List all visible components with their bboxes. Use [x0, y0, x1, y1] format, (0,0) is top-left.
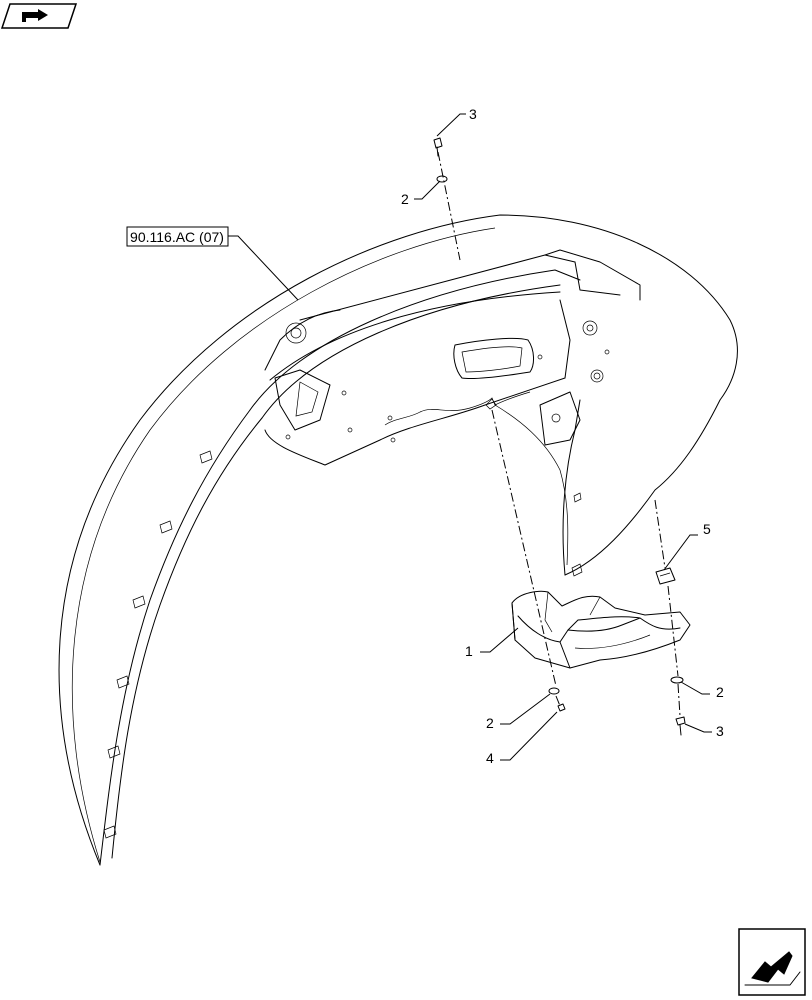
fender-assembly — [58, 214, 738, 866]
callout-2-top: 2 — [401, 180, 441, 207]
callout-3-top: 3 — [436, 106, 477, 137]
assembly-axes — [437, 151, 681, 717]
reference-label[interactable]: 90.116.AC (07) — [126, 226, 299, 301]
callout-number: 2 — [401, 191, 409, 207]
callout-1: 1 — [465, 627, 519, 659]
callout-2-right: 2 — [680, 681, 724, 700]
reference-label-text: 90.116.AC (07) — [130, 229, 224, 245]
callout-5: 5 — [663, 521, 711, 571]
callout-3-right: 3 — [684, 723, 724, 739]
forward-view-icon[interactable] — [0, 3, 78, 29]
callout-number: 2 — [716, 684, 724, 700]
callout-number: 4 — [486, 750, 494, 766]
callout-number: 3 — [716, 723, 724, 739]
callout-number: 2 — [486, 715, 494, 731]
next-page-arrow-icon[interactable] — [738, 928, 806, 996]
part-1-fender-extension — [511, 590, 691, 669]
part-5-clip-nut — [655, 567, 676, 585]
callout-number: 3 — [469, 106, 477, 122]
callout-4: 4 — [486, 711, 558, 766]
callout-number: 1 — [465, 643, 473, 659]
fasteners — [433, 137, 686, 736]
callout-number: 5 — [703, 521, 711, 537]
callout-2-left: 2 — [486, 693, 551, 731]
